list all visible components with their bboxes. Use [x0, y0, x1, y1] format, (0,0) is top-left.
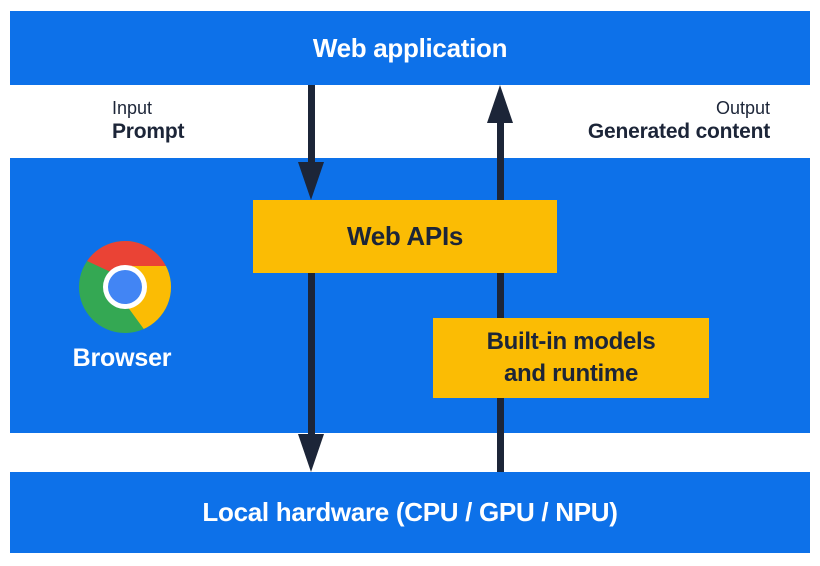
web-apis-box: Web APIs	[253, 200, 557, 273]
output-flow-shaft	[497, 123, 504, 472]
local-hardware-label: Local hardware (CPU / GPU / NPU)	[202, 497, 618, 527]
output-flow-arrowhead	[487, 85, 513, 123]
builtin-models-label-line1: Built-in models	[486, 328, 656, 355]
input-flow-arrowhead-bottom	[298, 434, 324, 472]
input-label-group: Input Prompt	[112, 97, 185, 144]
web-apis-label: Web APIs	[346, 221, 464, 251]
web-application-label: Web application	[312, 32, 508, 63]
local-hardware-bar: Local hardware (CPU / GPU / NPU)	[10, 472, 810, 553]
input-flow-shaft-top	[308, 85, 315, 162]
output-value: Generated content	[587, 120, 770, 143]
input-value: Prompt	[112, 120, 185, 143]
web-application-bar: Web application	[10, 11, 810, 85]
builtin-models-label-line2: and runtime	[503, 360, 639, 387]
input-flow-arrowhead-top	[298, 162, 324, 200]
input-title: Input	[112, 98, 153, 118]
browser-label: Browser	[72, 344, 172, 372]
chrome-logo-icon	[79, 241, 171, 333]
output-title: Output	[715, 98, 770, 118]
output-label-group: Output Generated content	[588, 97, 770, 144]
input-flow-shaft-bottom	[308, 273, 315, 434]
builtin-models-box: Built-in models and runtime	[433, 318, 709, 398]
